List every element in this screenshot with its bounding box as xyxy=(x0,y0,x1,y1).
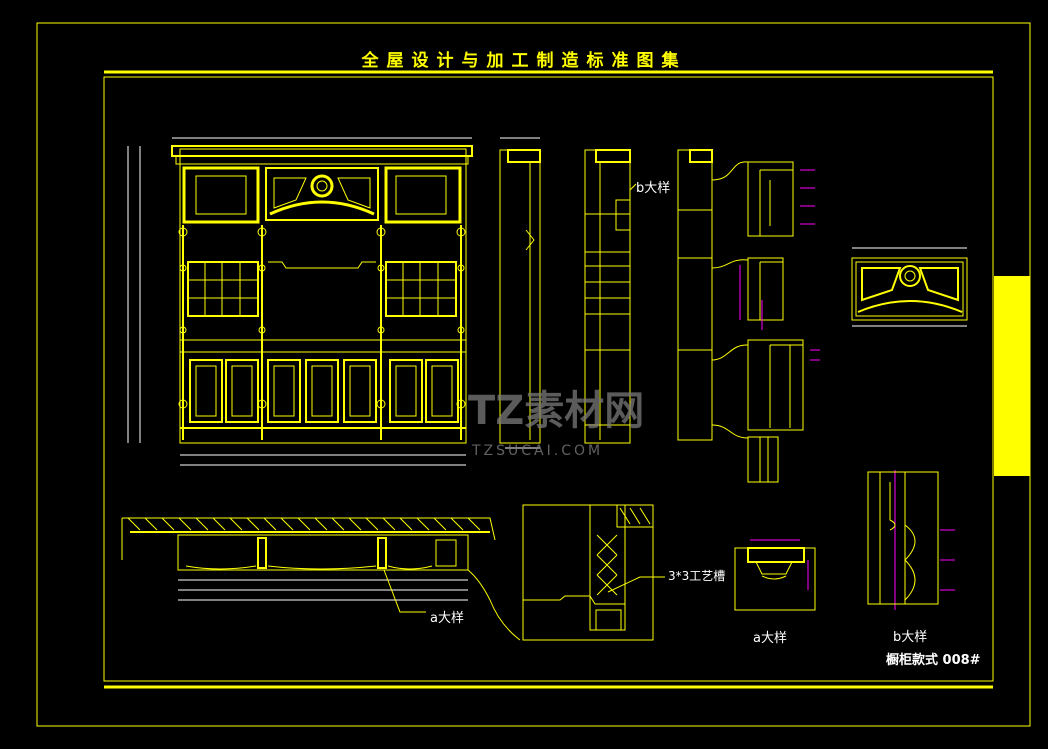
profile-dims xyxy=(739,169,955,610)
middle-section xyxy=(584,149,637,444)
callout-groove: 3*3工艺槽 xyxy=(668,569,726,583)
watermark-url: TZSUCAI.COM xyxy=(472,443,604,459)
a-detail xyxy=(734,547,816,611)
inner-frame xyxy=(103,76,994,682)
callout-a-detail-plan: a大样 xyxy=(430,611,464,626)
groove-detail xyxy=(522,504,665,641)
sheet-title: 全屋设计与加工制造标准图集 xyxy=(361,51,687,71)
side-tab-block xyxy=(994,276,1030,476)
b-detail xyxy=(867,471,939,605)
plan-view xyxy=(121,517,521,641)
outer-frame xyxy=(36,22,1031,727)
crest-detail xyxy=(851,247,968,327)
right-section xyxy=(677,149,804,483)
callout-b-detail-top: b大样 xyxy=(636,181,671,196)
label-b-detail: b大样 xyxy=(893,630,928,645)
front-elevation xyxy=(127,137,473,466)
drawing-name: 橱柜款式 008# xyxy=(886,653,981,668)
label-a-detail: a大样 xyxy=(753,631,787,646)
side-section xyxy=(499,137,541,449)
watermark-text: TZ素材网 xyxy=(468,388,645,434)
